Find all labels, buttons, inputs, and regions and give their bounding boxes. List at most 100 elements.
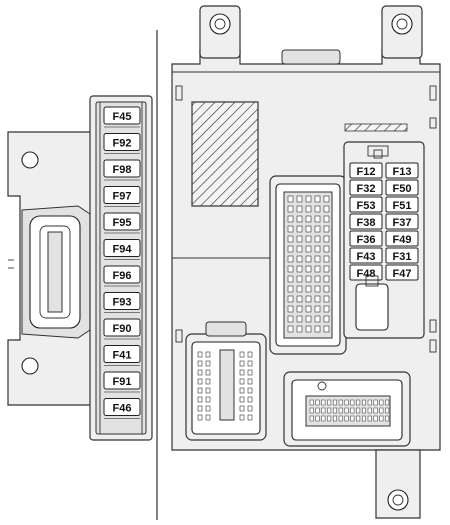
- connector-pin: [287, 285, 294, 293]
- connector-pin: [305, 285, 312, 293]
- connector-pin: [305, 265, 312, 273]
- connector-pin: [287, 275, 294, 283]
- connector-pin: [309, 407, 314, 414]
- connector-pin: [309, 415, 314, 422]
- connector-pin: [239, 414, 245, 421]
- connector-pin: [321, 399, 326, 406]
- connector-pin: [327, 399, 332, 406]
- fuse-label: F49: [393, 234, 412, 246]
- connector-pin: [205, 414, 211, 421]
- connector-pin: [239, 351, 245, 358]
- connector-pin: [305, 195, 312, 203]
- fuse-label: F93: [113, 297, 132, 309]
- fuse-label: F94: [113, 244, 133, 256]
- mounting-hole-top-left: [21, 151, 39, 169]
- fuse-f95: F95: [103, 212, 141, 234]
- fuse-f13: F13: [385, 162, 419, 179]
- connector-pin: [314, 245, 321, 253]
- fuse-label: F41: [113, 350, 132, 362]
- connector-pin: [350, 407, 355, 414]
- connector-pin: [197, 414, 203, 421]
- connector-pin: [314, 275, 321, 283]
- connector-pin: [287, 265, 294, 273]
- mounting-hole-bottom-left: [21, 357, 39, 375]
- connector-pin: [385, 415, 390, 422]
- connector-pin: [314, 225, 321, 233]
- connector-pin: [296, 305, 303, 313]
- fuse-label: F98: [113, 164, 132, 176]
- fuse-label: F47: [393, 268, 412, 280]
- fuse-label: F46: [113, 403, 132, 415]
- connector-pin: [323, 255, 330, 263]
- connector-pin: [350, 415, 355, 422]
- connector-pin: [332, 399, 337, 406]
- connector-pin: [296, 245, 303, 253]
- connector-pin: [247, 369, 253, 376]
- fuse-f91: F91: [103, 371, 141, 393]
- connector-pin: [305, 255, 312, 263]
- fuse-f36: F36: [349, 230, 383, 247]
- connector-pin: [323, 305, 330, 313]
- connector-pin: [385, 399, 390, 406]
- connector-pin: [323, 315, 330, 323]
- connector-pin: [361, 399, 366, 406]
- connector-bottom-right: [283, 371, 411, 447]
- fuse-label: F48: [357, 268, 376, 280]
- connector-pin: [239, 405, 245, 412]
- fuse-f90: F90: [103, 318, 141, 340]
- connector-pin: [321, 407, 326, 414]
- fuse-label: F53: [357, 200, 376, 212]
- connector-pin: [287, 255, 294, 263]
- connector-pin: [247, 405, 253, 412]
- connector-pin: [314, 265, 321, 273]
- connector-pin: [287, 325, 294, 333]
- connector-pin: [239, 360, 245, 367]
- connector-pin: [356, 415, 361, 422]
- connector-pin: [379, 415, 384, 422]
- connector-pin: [205, 396, 211, 403]
- connector-pin: [373, 415, 378, 422]
- fuse-label: F37: [393, 217, 412, 229]
- connector-pin: [314, 315, 321, 323]
- fuse-f38: F38: [349, 213, 383, 230]
- connector-pin: [356, 399, 361, 406]
- connector-pin: [314, 235, 321, 243]
- connector-pin: [287, 195, 294, 203]
- fuse-f97: F97: [103, 186, 141, 207]
- connector-pin: [197, 378, 203, 385]
- connector-pin: [287, 245, 294, 253]
- fuse-label: F92: [113, 138, 132, 150]
- connector-pin: [314, 195, 321, 203]
- connector-pin: [305, 315, 312, 323]
- fuse-f98: F98: [103, 159, 141, 181]
- center-connector: [269, 175, 347, 355]
- connector-pin: [323, 195, 330, 203]
- fuse-f53: F53: [349, 196, 383, 213]
- connector-pin: [287, 315, 294, 323]
- connector-pin: [296, 205, 303, 213]
- fuse-f51: F51: [385, 196, 419, 213]
- connector-pin: [205, 360, 211, 367]
- fuse-f92: F92: [103, 133, 141, 154]
- connector-pin: [315, 415, 320, 422]
- connector-pin: [344, 407, 349, 414]
- connector-pin: [296, 315, 303, 323]
- fuse-label: F51: [393, 200, 412, 212]
- connector-pin: [338, 415, 343, 422]
- mounting-hole-top-b: [391, 13, 413, 35]
- connector-pin: [350, 399, 355, 406]
- connector-pin: [247, 414, 253, 421]
- hatched-label: [191, 101, 259, 207]
- connector-pin: [305, 225, 312, 233]
- connector-pin: [305, 295, 312, 303]
- mounting-hole-top-a: [209, 13, 231, 35]
- connector-bottom-left: [185, 321, 267, 441]
- connector-pin: [296, 265, 303, 273]
- connector-pin: [296, 325, 303, 333]
- connector-pin: [287, 225, 294, 233]
- connector-pin: [305, 205, 312, 213]
- connector-pin: [287, 295, 294, 303]
- connector-pin: [197, 396, 203, 403]
